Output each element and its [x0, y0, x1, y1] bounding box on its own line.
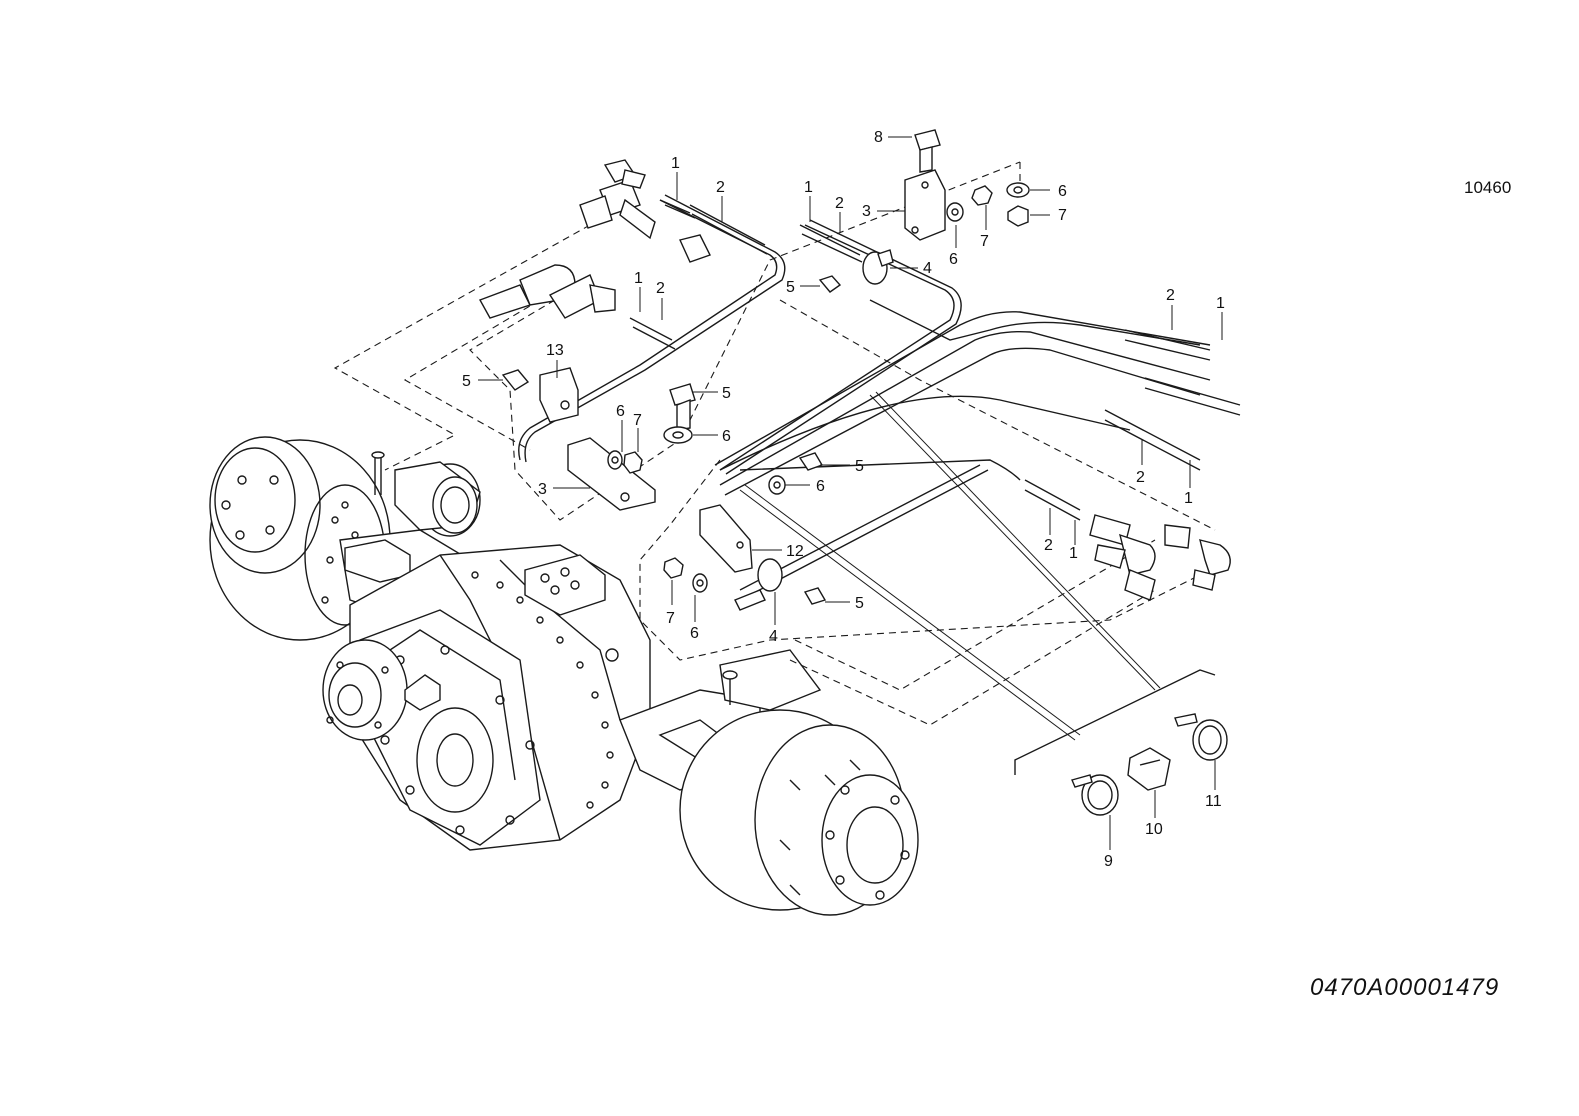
- callout-9: 9: [1104, 853, 1113, 870]
- callout-6: 6: [1058, 183, 1067, 200]
- differential-housing: [322, 544, 651, 851]
- drawing-code: 0470A00001479: [1310, 974, 1499, 1001]
- callout-2: 2: [1044, 537, 1053, 554]
- callout-6: 6: [816, 478, 825, 495]
- callout-12: 12: [786, 543, 804, 560]
- right-wheel-hub: [679, 709, 919, 916]
- hose-clips: [1071, 713, 1228, 816]
- leader-lines: [478, 136, 1223, 850]
- callout-5: 5: [855, 458, 864, 475]
- callout-8: 8: [874, 129, 883, 146]
- callout-5: 5: [462, 373, 471, 390]
- left-wheel-hub: [209, 436, 391, 641]
- callout-7: 7: [1058, 207, 1067, 224]
- callout-3: 3: [862, 203, 871, 220]
- callout-6: 6: [949, 251, 958, 268]
- callout-1: 1: [804, 179, 813, 196]
- callout-1: 1: [1069, 545, 1078, 562]
- callout-6: 6: [722, 428, 731, 445]
- callout-11: 11: [1205, 793, 1222, 810]
- callout-1: 1: [671, 155, 680, 172]
- axle-assembly: [209, 436, 919, 916]
- callout-5: 5: [855, 595, 864, 612]
- callout-6: 6: [616, 403, 625, 420]
- callout-4: 4: [769, 628, 778, 645]
- callout-1: 1: [1184, 490, 1193, 507]
- fittings: [478, 159, 1231, 601]
- callout-2: 2: [1136, 469, 1145, 486]
- callout-6: 6: [690, 625, 699, 642]
- callout-1: 1: [634, 270, 643, 287]
- dashed-routing-lines: [333, 161, 1216, 726]
- callout-5: 5: [786, 279, 795, 296]
- callout-13: 13: [546, 342, 564, 359]
- callout-2: 2: [716, 179, 725, 196]
- callout-7: 7: [980, 233, 989, 250]
- brackets: [501, 129, 1030, 611]
- callout-2: 2: [656, 280, 665, 297]
- callout-10: 10: [1145, 821, 1163, 838]
- callout-2: 2: [835, 195, 844, 212]
- spring-guards: [629, 199, 1241, 521]
- callout-2: 2: [1166, 287, 1175, 304]
- reference-number: 10460: [1464, 178, 1511, 197]
- callout-1: 1: [1216, 295, 1225, 312]
- callout-labels: 1 2 1 2 1 2 8 3 6 7 6 7 4 5 2 1 2 1 2 1 …: [462, 129, 1225, 870]
- callout-5: 5: [722, 385, 731, 402]
- callout-7: 7: [666, 610, 675, 627]
- callout-3: 3: [538, 481, 547, 498]
- callout-4: 4: [923, 260, 932, 277]
- tee-fitting-top: [579, 159, 656, 240]
- callout-7: 7: [633, 412, 642, 429]
